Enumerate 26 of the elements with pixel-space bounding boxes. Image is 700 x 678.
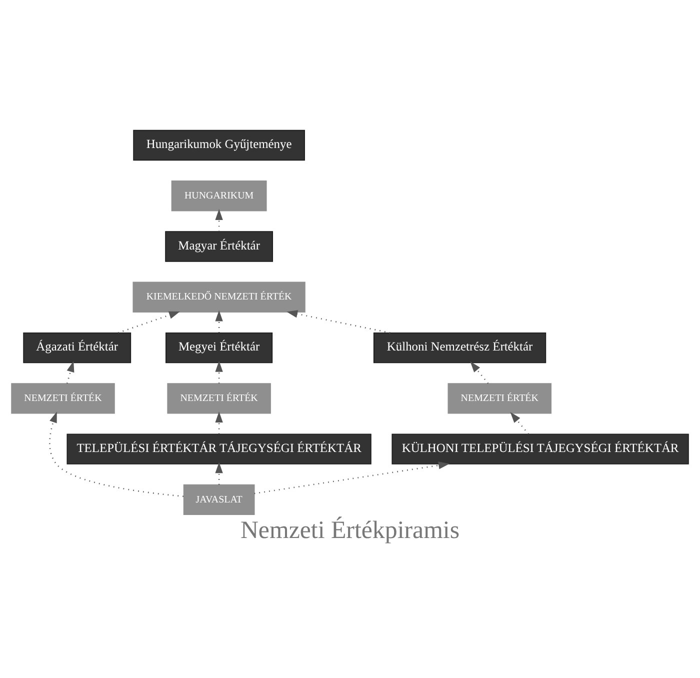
node-box: Magyar Értéktár — [165, 230, 274, 262]
arrow — [215, 310, 223, 332]
node-box: JAVASLAT — [183, 484, 255, 515]
node-box: KÜLHONI TELEPÜLÉSI TÁJEGYSÉGI ÉRTÉKTÁR — [392, 433, 689, 464]
arrow — [118, 310, 180, 333]
node-box: Külhoni Nemzetrész Értéktár — [373, 332, 546, 363]
arrow — [286, 310, 390, 333]
arrow — [215, 360, 223, 383]
arrow — [510, 412, 530, 434]
arrow — [470, 360, 489, 384]
node-box: KIEMELKEDŐ NEMZETI ÉRTÉK — [132, 281, 306, 312]
arrow — [49, 411, 184, 497]
diagram-title: Nemzeti Értékpiramis — [240, 516, 460, 544]
arrow — [66, 360, 74, 384]
node-box: Hungarikumok Gyűjteménye — [133, 129, 305, 160]
node-box: Ágazati Értéktár — [23, 332, 132, 363]
node-box: NEMZETI ÉRTÉK — [167, 382, 271, 414]
node-box: NEMZETI ÉRTÉK — [11, 382, 115, 414]
node-box: Megyei Értéktár — [166, 332, 273, 363]
arrow — [215, 462, 223, 484]
arrow — [254, 461, 450, 494]
node-box: TELEPÜLÉSI ÉRTÉKTÁR TÁJEGYSÉGI ÉRTÉKTÁR — [66, 433, 372, 464]
arrow — [215, 411, 223, 434]
arrow — [215, 208, 223, 232]
node-box: HUNGARIKUM — [171, 180, 267, 211]
node-box: NEMZETI ÉRTÉK — [448, 382, 552, 414]
